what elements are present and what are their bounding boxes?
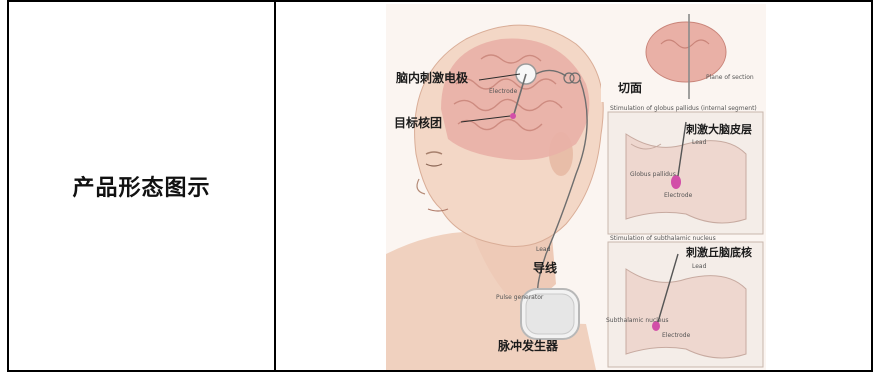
- gp-section: [626, 134, 746, 223]
- label-section-plane: 切面: [618, 81, 642, 95]
- mini-brain: [646, 22, 726, 82]
- dbs-illustration: 脑内刺激电极 Electrode 目标核团 切面 Plane of sectio…: [386, 4, 766, 370]
- label-pulse-gen-cn: 脉冲发生器: [497, 338, 559, 353]
- label-gp-title: Stimulation of globus pallidus (internal…: [610, 105, 757, 112]
- label-lead-3: Lead: [536, 246, 551, 253]
- label-electrode-3: Electrode: [662, 332, 691, 339]
- label-cortex-stimulation: 刺激大脑皮层: [685, 122, 752, 136]
- label-subthalamic-nucleus: Subthalamic nucleus: [606, 317, 669, 324]
- label-stn-title: Stimulation of subthalamic nucleus: [610, 235, 716, 242]
- table-row: 产品形态图示: [8, 1, 872, 371]
- label-lead-2: Lead: [692, 263, 707, 270]
- label-lead-1: Lead: [692, 139, 707, 146]
- label-brain-electrode: 脑内刺激电极: [395, 70, 469, 85]
- label-electrode-2: Electrode: [664, 192, 693, 199]
- label-plane-of-section: Plane of section: [706, 74, 754, 81]
- figure-cell: 脑内刺激电极 Electrode 目标核团 切面 Plane of sectio…: [275, 1, 872, 371]
- product-info-table: 产品形态图示: [7, 0, 873, 372]
- label-pulse-gen-en: Pulse generator: [496, 294, 544, 301]
- row-label: 产品形态图示: [72, 176, 210, 201]
- label-lead-cn: 导线: [533, 260, 557, 275]
- dbs-illustration-svg: 脑内刺激电极 Electrode 目标核团 切面 Plane of sectio…: [386, 4, 766, 370]
- label-electrode-en: Electrode: [489, 88, 518, 95]
- label-globus-pallidus: Globus pallidus: [630, 171, 676, 178]
- label-cell: 产品形态图示: [8, 1, 275, 371]
- label-basal-stimulation: 刺激丘脑底核: [685, 245, 752, 259]
- label-target-nucleus: 目标核团: [394, 115, 442, 130]
- target-point: [510, 113, 516, 119]
- stn-section: [626, 269, 746, 358]
